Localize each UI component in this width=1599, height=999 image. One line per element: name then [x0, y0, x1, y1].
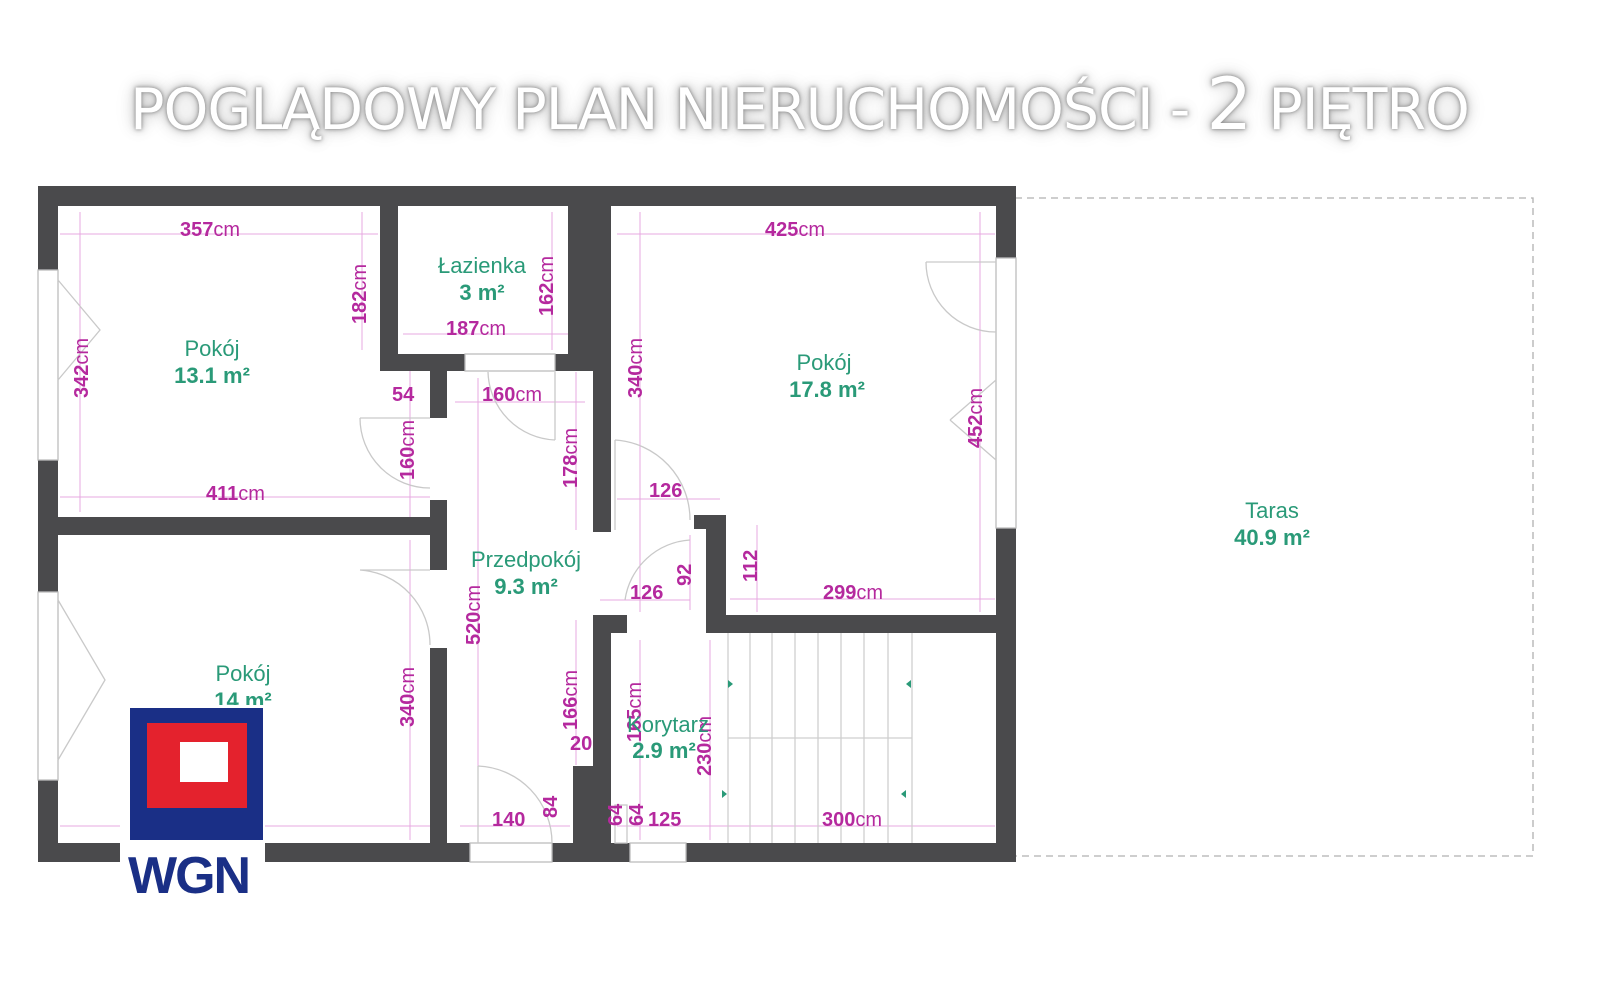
- dim-187: 187cm: [446, 318, 506, 340]
- dim-340ne: 340cm: [625, 338, 647, 398]
- room-area-taras: 40.9 m²: [1234, 525, 1310, 550]
- dim-452: 452cm: [965, 388, 987, 448]
- dim-112: 112: [740, 550, 762, 582]
- dim-126b: 126: [630, 582, 663, 604]
- room-name-pokoj-sw: Pokój: [215, 661, 270, 686]
- windows: [37, 257, 1017, 863]
- dim-64b: 64: [626, 803, 648, 826]
- dim-140: 140: [492, 809, 525, 831]
- dim-54: 54: [392, 384, 415, 406]
- dim-84: 84: [540, 795, 562, 818]
- dim-160h: 160cm: [482, 384, 542, 406]
- dim-340sw: 340cm: [397, 667, 419, 727]
- dim-182: 182cm: [349, 264, 371, 324]
- room-area-przedpokoj: 9.3 m²: [494, 574, 558, 599]
- dim-300: 300cm: [822, 809, 882, 831]
- room-area-pokoj-nw: 13.1 m²: [174, 363, 250, 388]
- title-floor-number: 2: [1206, 62, 1252, 146]
- dim-162: 162cm: [536, 256, 558, 316]
- room-name-lazienka: Łazienka: [438, 253, 527, 278]
- room-name-korytarz: Korytarz: [627, 712, 709, 737]
- room-area-lazienka: 3 m²: [459, 280, 504, 305]
- room-labels: Pokój 13.1 m² Łazienka 3 m² Pokój 17.8 m…: [174, 253, 1310, 763]
- title-text: POGLĄDOWY PLAN NIERUCHOMOŚCI -: [130, 77, 1207, 143]
- dim-165: 165cm: [624, 682, 646, 742]
- dim-342: 342cm: [71, 338, 93, 398]
- dim-520: 520cm: [463, 585, 485, 645]
- stairs: [722, 633, 913, 843]
- plan-title: POGLĄDOWY PLAN NIERUCHOMOŚCI - 2 PIĘTRO: [0, 62, 1599, 146]
- room-area-pokoj-ne: 17.8 m²: [789, 377, 865, 402]
- dim-20: 20: [570, 733, 592, 755]
- dim-125: 125: [648, 809, 681, 831]
- room-name-przedpokoj: Przedpokój: [471, 547, 581, 572]
- dim-92: 92: [674, 564, 696, 586]
- dim-425: 425cm: [765, 219, 825, 241]
- dim-178: 178cm: [560, 428, 582, 488]
- room-name-pokoj-ne: Pokój: [796, 350, 851, 375]
- room-area-korytarz: 2.9 m²: [632, 738, 696, 763]
- title-floor-word: PIĘTRO: [1251, 77, 1469, 143]
- room-name-taras: Taras: [1245, 498, 1299, 523]
- dimension-labels: 357cm 411cm 342cm 182cm 54 160cm 162cm 1…: [71, 219, 987, 831]
- room-name-pokoj-nw: Pokój: [184, 336, 239, 361]
- wgn-logo: WGN: [120, 705, 265, 905]
- dim-64a: 64: [605, 803, 627, 826]
- dim-166: 166cm: [560, 670, 582, 730]
- doors: [57, 261, 997, 844]
- logo-text: WGN: [128, 847, 249, 905]
- dim-411: 411cm: [206, 483, 265, 505]
- dim-230: 230cm: [694, 716, 716, 776]
- dim-357: 357cm: [180, 219, 240, 241]
- dim-126a: 126: [649, 480, 682, 502]
- dim-299: 299cm: [823, 582, 883, 604]
- dim-160v: 160cm: [397, 420, 419, 480]
